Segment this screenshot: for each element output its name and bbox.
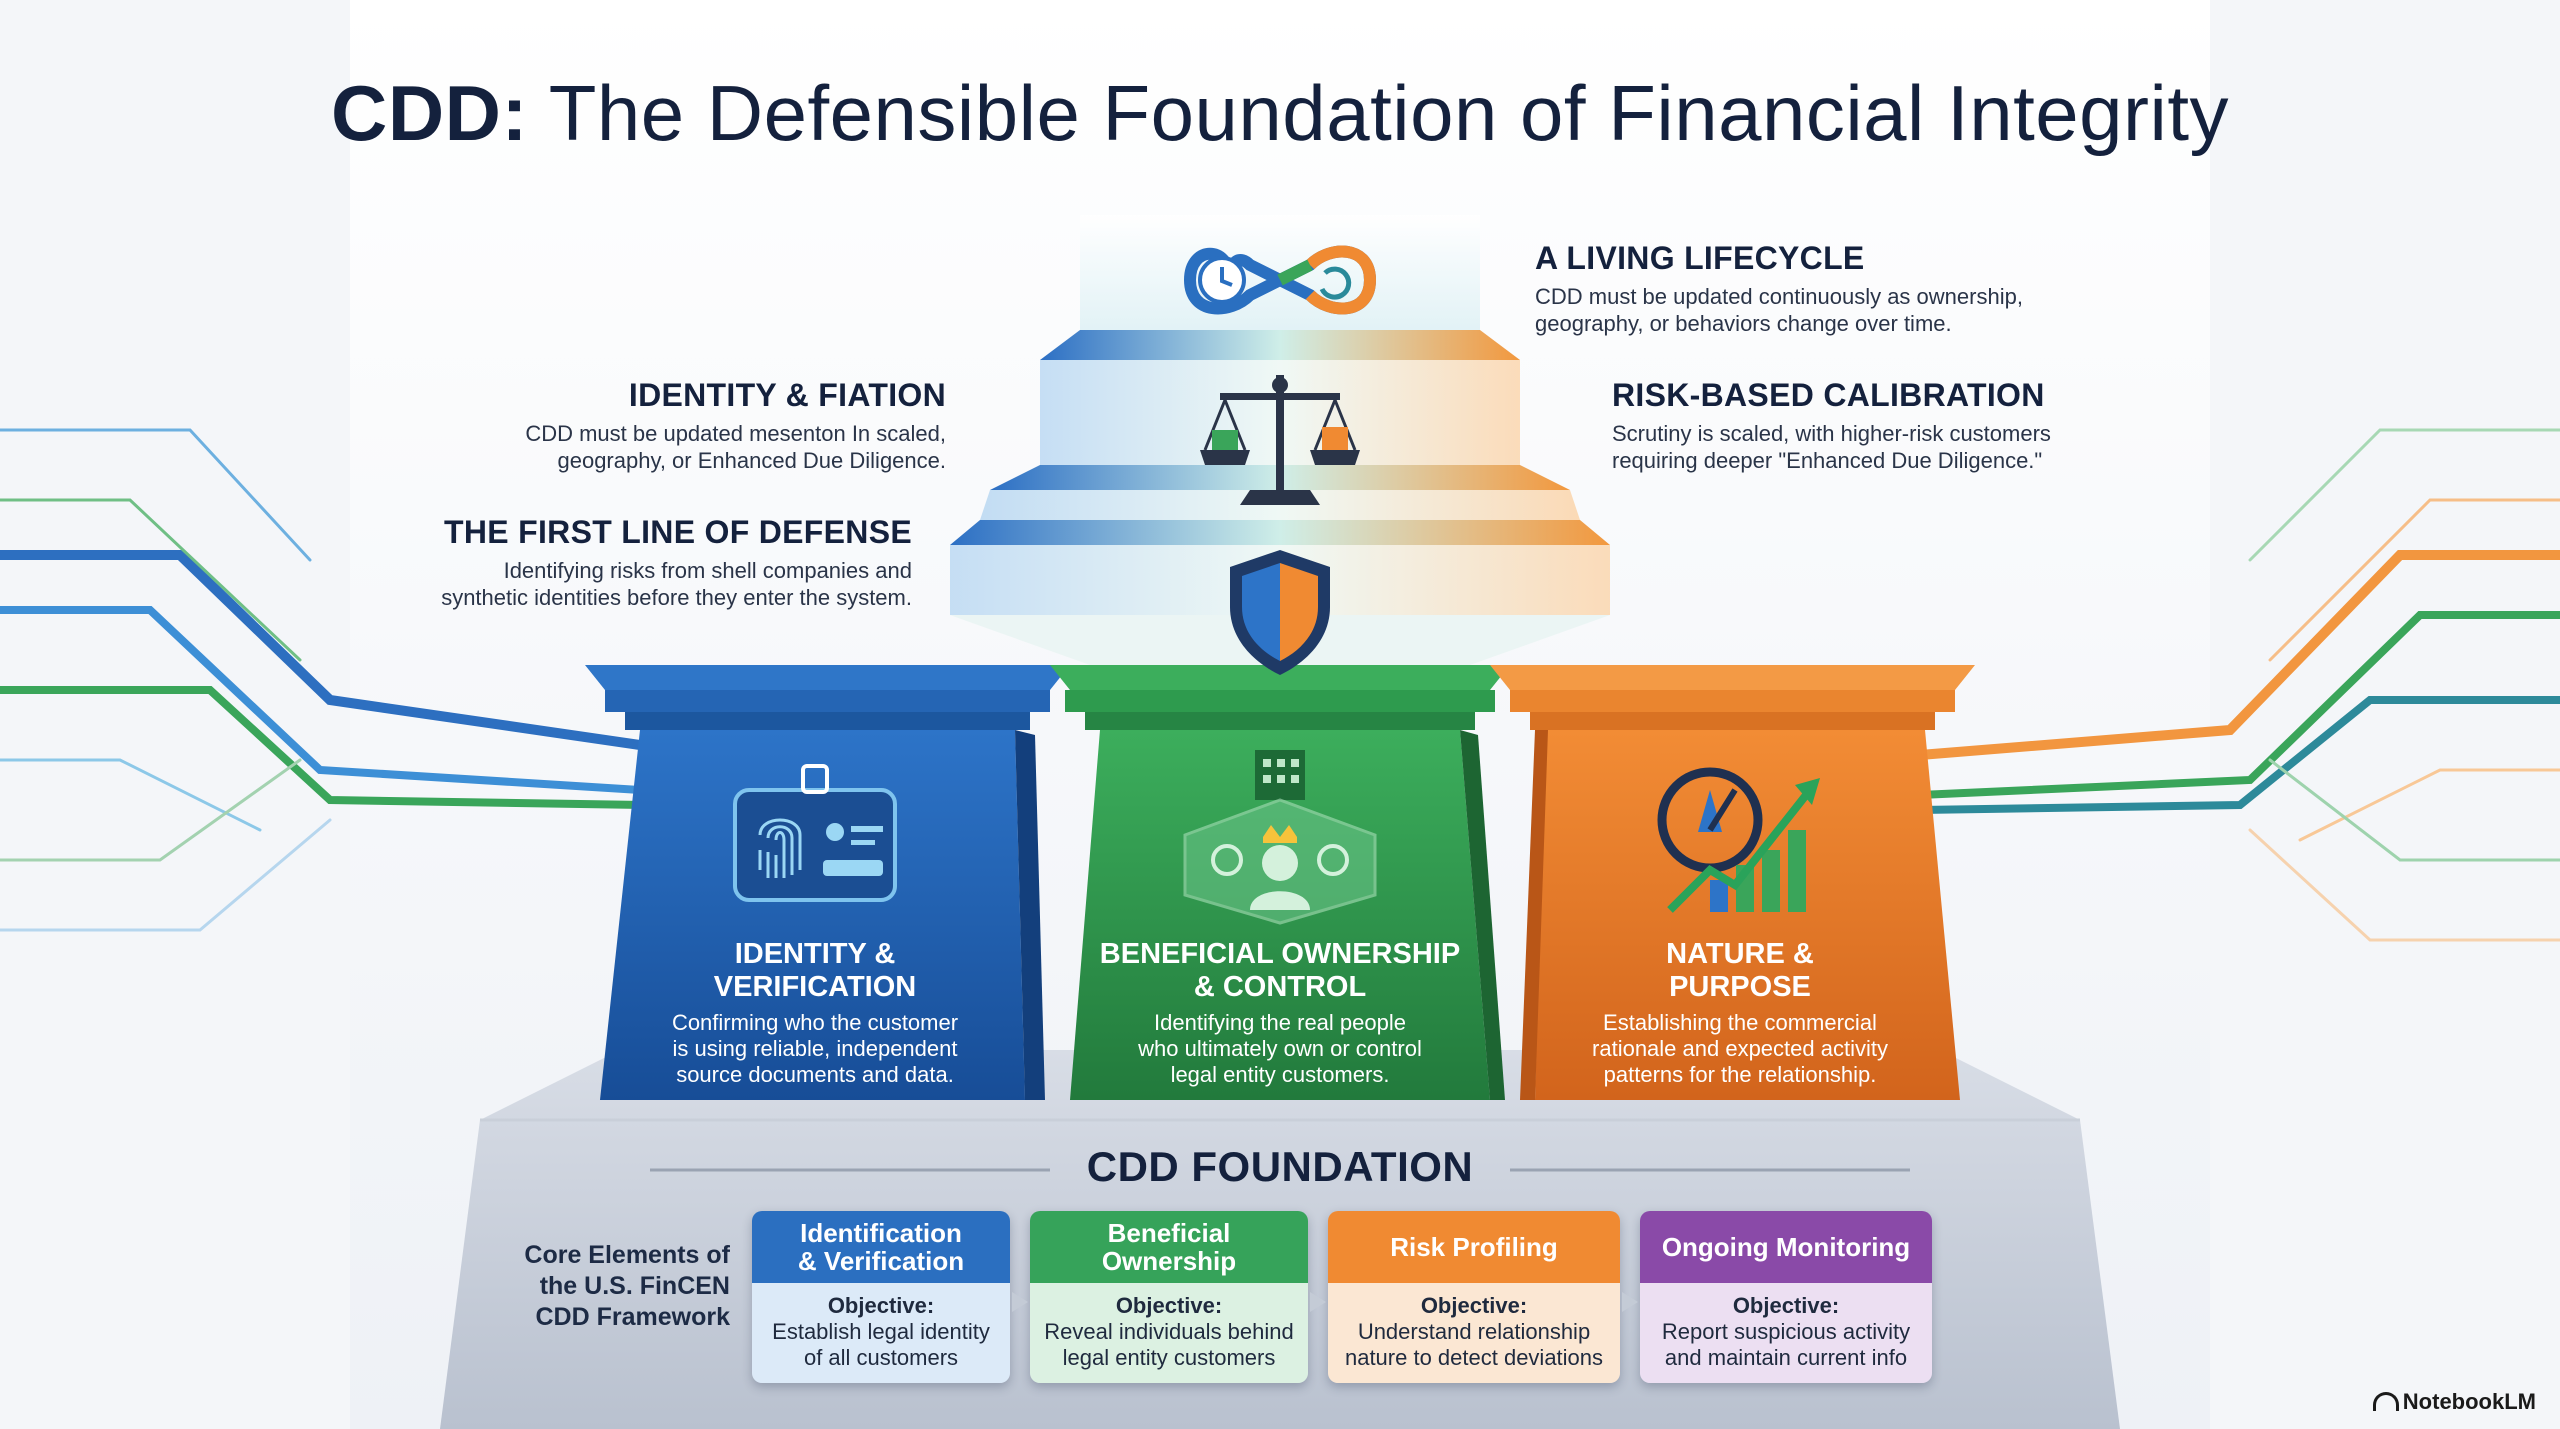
card-objective-label: Objective:: [1115, 1293, 1223, 1318]
callout-defense-heading: THE FIRST LINE OF DEFENSE: [444, 514, 912, 550]
compass-growth-chart-icon: [1657, 767, 1820, 913]
card-objective-label: Objective:: [827, 1293, 935, 1318]
card-body: Objective: Report suspicious activity an…: [1640, 1283, 1932, 1383]
pillar-title-line1: IDENTITY &: [734, 938, 896, 970]
callout-identity-line2: geography, or Enhanced Due Diligence.: [557, 448, 946, 473]
callout-risk-heading: RISK-BASED CALIBRATION: [1612, 377, 2045, 413]
fingerprint-id-card-icon: [733, 764, 897, 902]
card-header: Identification & Verification: [752, 1211, 1010, 1283]
card-header: Ongoing Monitoring: [1640, 1211, 1932, 1283]
pillar-desc-line1: Establishing the commercial: [1603, 1010, 1877, 1035]
callout-defense-line1: Identifying risks from shell companies a…: [503, 558, 912, 583]
callout-risk: RISK-BASED CALIBRATION Scrutiny is scale…: [1612, 377, 2232, 474]
core-line3: CDD Framework: [535, 1303, 731, 1331]
pillar-desc-line3: source documents and data.: [676, 1062, 954, 1087]
title-rest: The Defensible Foundation of Financial I…: [548, 69, 2229, 157]
core-elements-label: Core Elements of the U.S. FinCEN CDD Fra…: [470, 1240, 730, 1333]
card-objective-line2: nature to detect deviations: [1344, 1345, 1604, 1370]
infinity-cycle-icon: [1183, 245, 1377, 315]
card-header-line1: Ongoing Monitoring: [1661, 1232, 1911, 1262]
pillar-desc-line1: Confirming who the customer: [671, 1010, 959, 1035]
pillar-title-line2: PURPOSE: [1669, 971, 1811, 1003]
pillar-nature-purpose: NATURE & PURPOSE Establishing the commer…: [1545, 938, 1935, 1098]
card-body: Objective: Understand relationship natur…: [1328, 1283, 1620, 1383]
callout-lifecycle-heading: A LIVING LIFECYCLE: [1535, 240, 1865, 276]
card-objective-line1: Report suspicious activity: [1661, 1319, 1911, 1344]
card-arrow-icon: [1012, 1292, 1028, 1312]
card-body: Objective: Reveal individuals behind leg…: [1030, 1283, 1308, 1383]
card-objective-line1: Establish legal identity: [772, 1319, 990, 1344]
card-objective-line2: and maintain current info: [1664, 1345, 1908, 1370]
card-objective-line2: of all customers: [803, 1345, 959, 1370]
card-header: Risk Profiling: [1328, 1211, 1620, 1283]
foundation-heading: CDD FOUNDATION: [1086, 1143, 1474, 1190]
card-risk-profiling: Risk Profiling Objective: Understand rel…: [1328, 1211, 1620, 1383]
card-header-line2: Ownership: [1101, 1246, 1237, 1276]
pillar-desc-line2: is using reliable, independent: [672, 1036, 958, 1061]
card-beneficial-ownership: Beneficial Ownership Objective: Reveal i…: [1030, 1211, 1308, 1383]
ownership-crown-icon: [1183, 750, 1377, 925]
pillar-title-line1: NATURE &: [1666, 938, 1814, 970]
brand-badge: NotebookLM: [2372, 1389, 2536, 1415]
card-ongoing-monitoring: Ongoing Monitoring Objective: Report sus…: [1640, 1211, 1932, 1383]
card-body: Objective: Establish legal identity of a…: [752, 1283, 1010, 1383]
pillar-desc-line3: legal entity customers.: [1170, 1062, 1390, 1087]
card-objective-label: Objective:: [1420, 1293, 1528, 1318]
pillar-desc-line2: who ultimately own or control: [1138, 1036, 1422, 1061]
pillar-desc-line3: patterns for the relationship.: [1603, 1062, 1877, 1087]
title-bold: CDD:: [330, 69, 528, 157]
pillar-identity-verification: IDENTITY & VERIFICATION Confirming who t…: [620, 938, 1010, 1098]
callout-defense-line2: synthetic identities before they enter t…: [441, 585, 912, 610]
callout-identity-line1: CDD must be updated mesenton In scaled,: [525, 421, 946, 446]
card-arrow-icon: [1310, 1292, 1326, 1312]
card-header: Beneficial Ownership: [1030, 1211, 1308, 1283]
callout-risk-line1: Scrutiny is scaled, with higher-risk cus…: [1612, 421, 2051, 446]
card-arrow-icon: [1622, 1292, 1638, 1312]
shield-icon: [1230, 550, 1330, 675]
callout-identity: IDENTITY & FIATION CDD must be updated m…: [360, 377, 946, 474]
callout-lifecycle: A LIVING LIFECYCLE CDD must be updated c…: [1535, 240, 2155, 337]
card-header-line1: Beneficial: [1107, 1218, 1231, 1248]
balance-scale-icon: [1200, 375, 1360, 505]
card-objective-label: Objective:: [1732, 1293, 1840, 1318]
card-objective-line1: Reveal individuals behind: [1044, 1319, 1294, 1344]
pillar-title-line1: BENEFICIAL OWNERSHIP: [1099, 938, 1461, 970]
pillar-beneficial-ownership: BENEFICIAL OWNERSHIP & CONTROL Identifyi…: [1075, 938, 1485, 1098]
core-line1: Core Elements of: [524, 1241, 730, 1269]
pillar-desc-line1: Identifying the real people: [1154, 1010, 1406, 1035]
callout-lifecycle-line2: geography, or behaviors change over time…: [1535, 311, 1952, 336]
card-header-line1: Identification: [800, 1218, 962, 1248]
brand-name: NotebookLM: [2402, 1389, 2536, 1414]
callout-lifecycle-line1: CDD must be updated continuously as owne…: [1535, 284, 2023, 309]
pillar-title-line2: & CONTROL: [1193, 971, 1367, 1003]
card-identification-verification: Identification & Verification Objective:…: [752, 1211, 1010, 1383]
callout-risk-line2: requiring deeper "Enhanced Due Diligence…: [1612, 448, 2043, 473]
card-objective-line2: legal entity customers: [1062, 1345, 1276, 1370]
notebook-logo-icon: [2372, 1392, 2399, 1411]
card-header-line1: Risk Profiling: [1390, 1232, 1558, 1262]
page-title: CDD: The Defensible Foundation of Financ…: [0, 68, 2560, 159]
pillar-title-line2: VERIFICATION: [713, 971, 917, 1003]
callout-defense: THE FIRST LINE OF DEFENSE Identifying ri…: [300, 514, 912, 611]
core-line2: the U.S. FinCEN: [539, 1272, 730, 1300]
card-header-line2: & Verification: [797, 1246, 965, 1276]
pillar-desc-line2: rationale and expected activity: [1592, 1036, 1888, 1061]
card-objective-line1: Understand relationship: [1357, 1319, 1591, 1344]
callout-identity-heading: IDENTITY & FIATION: [628, 377, 946, 413]
